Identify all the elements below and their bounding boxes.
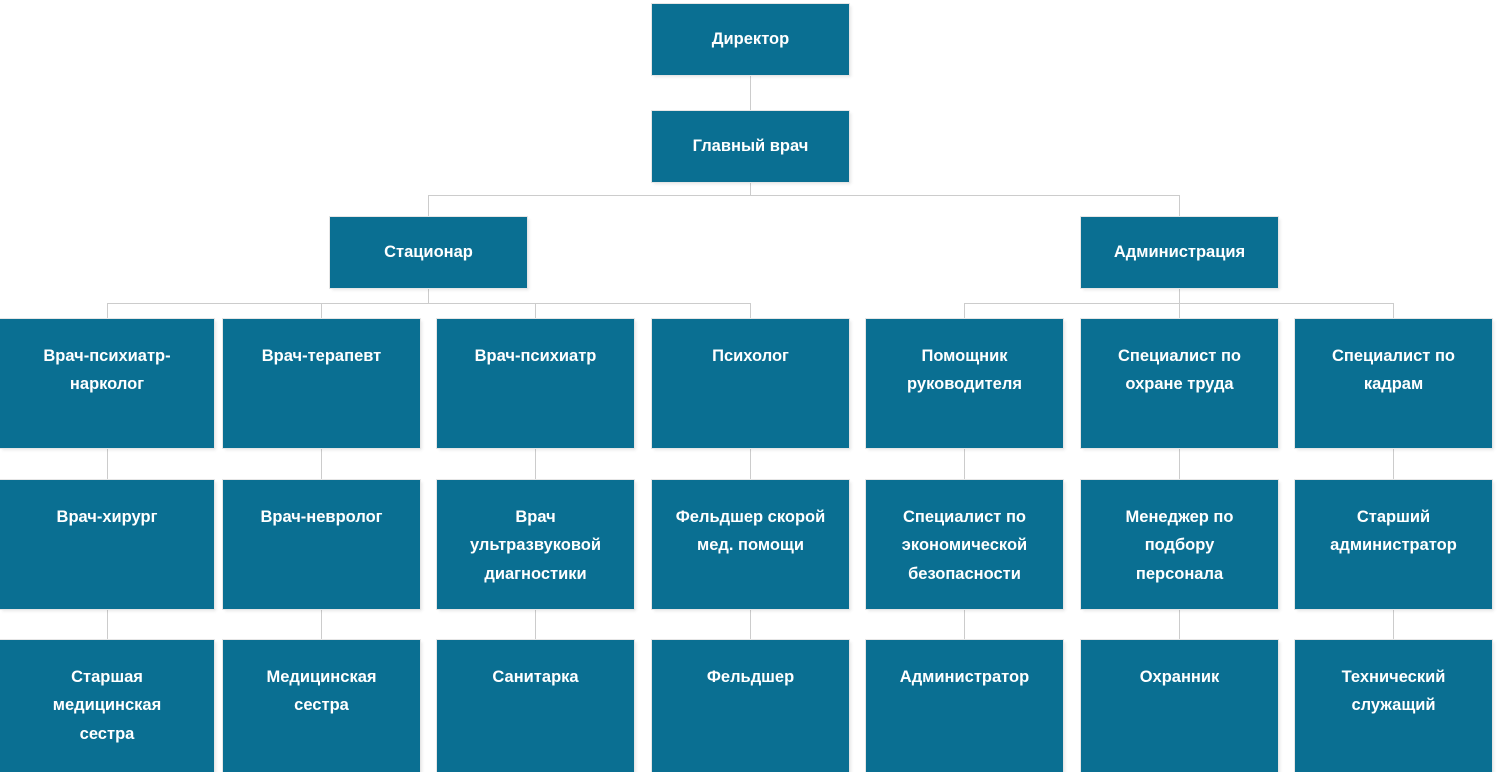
node-surgeon[interactable]: Врач-хирург: [0, 480, 214, 609]
node-hr-specialist[interactable]: Специалист по кадрам: [1295, 319, 1492, 448]
node-administration-label: Администрация: [1113, 243, 1246, 262]
node-orderly-label: Санитарка: [492, 668, 579, 686]
connector-l4-l5-col4: [750, 448, 751, 480]
connector-l5-l6-col1: [107, 608, 108, 640]
node-recruitment-manager-label: Менеджер по подбору персонала: [1125, 508, 1234, 583]
node-emergency-paramedic-label: Фельдшер скорой мед. помощи: [675, 508, 826, 555]
node-therapist-label: Врач-терапевт: [261, 347, 382, 365]
node-assistant-director-label: Помощник руководителя: [907, 347, 1022, 394]
node-psychologist-label: Психолог: [712, 347, 789, 365]
node-psychiatrist-narcologist[interactable]: Врач-психиатр- нарколог: [0, 319, 214, 448]
connector-l5-l6-col3: [535, 608, 536, 640]
node-security-guard-label: Охранник: [1139, 668, 1220, 686]
connector-administration-child-3: [1393, 303, 1394, 319]
node-director[interactable]: Директор: [652, 4, 849, 75]
node-economic-security-specialist-label: Специалист по экономической безопасности: [901, 508, 1028, 583]
connector-inpatient-child-3: [535, 303, 536, 319]
connector-administration-drop: [1179, 288, 1180, 304]
connector-bus-to-administration: [1179, 195, 1180, 217]
connector-bus-to-inpatient: [428, 195, 429, 217]
connector-l4-l5-col2: [321, 448, 322, 480]
node-therapist[interactable]: Врач-терапевт: [223, 319, 420, 448]
connector-l4-l5-col7: [1393, 448, 1394, 480]
node-psychiatrist-label: Врач-психиатр: [474, 347, 597, 365]
connector-l4-l5-col5: [964, 448, 965, 480]
node-psychiatrist[interactable]: Врач-психиатр: [437, 319, 634, 448]
node-inpatient-label: Стационар: [384, 243, 473, 262]
connector-director-to-chief: [750, 75, 751, 111]
connector-l5-l6-col7: [1393, 608, 1394, 640]
node-nurse[interactable]: Медицинская сестра: [223, 640, 420, 772]
node-senior-administrator-label: Старший администратор: [1330, 508, 1457, 555]
connector-l5-l6-col6: [1179, 608, 1180, 640]
node-labor-safety-specialist[interactable]: Специалист по охране труда: [1081, 319, 1278, 448]
node-inpatient[interactable]: Стационар: [330, 217, 527, 288]
node-neurologist[interactable]: Врач-невролог: [223, 480, 420, 609]
connector-l4-l5-col3: [535, 448, 536, 480]
node-psychiatrist-narcologist-label: Врач-психиатр- нарколог: [43, 347, 171, 394]
node-ultrasound-doctor[interactable]: Врач ультразвуковой диагностики: [437, 480, 634, 609]
connector-administration-child-1: [964, 303, 965, 319]
connector-inpatient-child-4: [750, 303, 751, 319]
node-economic-security-specialist[interactable]: Специалист по экономической безопасности: [866, 480, 1063, 609]
connector-l5-l6-col2: [321, 608, 322, 640]
connector-inpatient-bus: [107, 303, 751, 304]
connector-level3-bus: [428, 195, 1180, 196]
node-recruitment-manager[interactable]: Менеджер по подбору персонала: [1081, 480, 1278, 609]
node-paramedic-label: Фельдшер: [706, 668, 795, 686]
node-chief-doctor-label: Главный врач: [692, 137, 809, 156]
node-technical-staff[interactable]: Технический служащий: [1295, 640, 1492, 772]
node-administrator-label: Администратор: [899, 668, 1030, 686]
node-head-nurse[interactable]: Старшая медицинская сестра: [0, 640, 214, 772]
node-ultrasound-doctor-label: Врач ультразвуковой диагностики: [469, 508, 602, 583]
node-orderly[interactable]: Санитарка: [437, 640, 634, 772]
node-nurse-label: Медицинская сестра: [266, 668, 377, 715]
node-surgeon-label: Врач-хирург: [56, 508, 158, 526]
node-director-label: Директор: [711, 30, 790, 49]
node-emergency-paramedic[interactable]: Фельдшер скорой мед. помощи: [652, 480, 849, 609]
node-assistant-director[interactable]: Помощник руководителя: [866, 319, 1063, 448]
connector-l4-l5-col1: [107, 448, 108, 480]
node-senior-administrator[interactable]: Старший администратор: [1295, 480, 1492, 609]
node-psychologist[interactable]: Психолог: [652, 319, 849, 448]
connector-administration-child-2: [1179, 303, 1180, 319]
node-neurologist-label: Врач-невролог: [260, 508, 383, 526]
connector-l5-l6-col5: [964, 608, 965, 640]
connector-l4-l5-col6: [1179, 448, 1180, 480]
node-paramedic[interactable]: Фельдшер: [652, 640, 849, 772]
connector-inpatient-child-1: [107, 303, 108, 319]
node-head-nurse-label: Старшая медицинская сестра: [52, 668, 162, 743]
node-security-guard[interactable]: Охранник: [1081, 640, 1278, 772]
connector-l5-l6-col4: [750, 608, 751, 640]
connector-chief-drop: [750, 182, 751, 196]
node-labor-safety-specialist-label: Специалист по охране труда: [1117, 347, 1242, 394]
node-hr-specialist-label: Специалист по кадрам: [1331, 347, 1456, 394]
connector-inpatient-drop: [428, 288, 429, 304]
node-administration[interactable]: Администрация: [1081, 217, 1278, 288]
node-administrator[interactable]: Администратор: [866, 640, 1063, 772]
node-chief-doctor[interactable]: Главный врач: [652, 111, 849, 182]
node-technical-staff-label: Технический служащий: [1341, 668, 1446, 715]
connector-inpatient-child-2: [321, 303, 322, 319]
